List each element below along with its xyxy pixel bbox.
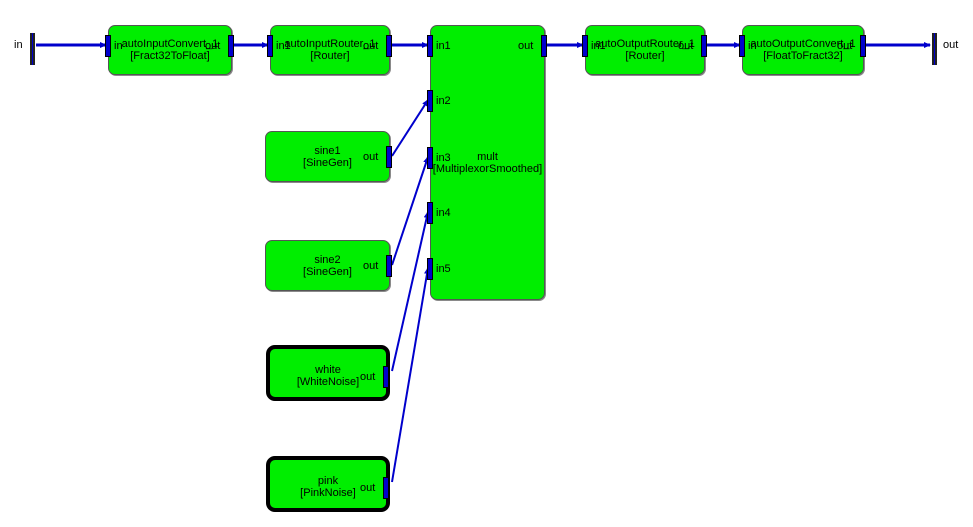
port-label-sine2-out: out [363,260,379,272]
block-label-sine2: sine2[SineGen] [266,254,389,278]
port-label-mult-in4: in4 [436,207,451,219]
port-label-white-out: out [360,371,376,383]
block-label-autoOutputRouter_1: autoOutputRouter_1[Router] [586,38,704,62]
port-label-pink-out: out [360,482,376,494]
block-title-mult: mult [477,151,498,163]
block-label-autoOutputConvert_1: autoOutputConvert_1[FloatToFract32] [743,38,863,62]
block-label-sine1: sine1[SineGen] [266,145,389,169]
graph-output-terminal-label: out [943,39,959,51]
block-type-white: [WhiteNoise] [296,376,360,388]
block-type-autoOutputConvert_1: [FloatToFract32] [763,50,843,62]
port-mult-in1[interactable] [427,35,433,57]
block-type-mult: [MultiplexorSmoothed] [432,163,543,175]
block-mult[interactable]: mult[MultiplexorSmoothed] in1 in2 in3 in4 in5… [427,25,547,300]
port-label-autoInputConvert_1-in: in [114,40,123,52]
port-label-autoOutputRouter_1-in1: in1 [591,40,606,52]
port-label-autoInputRouter_1-in1: in1 [276,40,291,52]
block-type-autoOutputRouter_1: [Router] [625,50,665,62]
graph-input-terminal-label: in [14,39,23,51]
block-title-sine1: sine1 [314,145,341,157]
port-mult-in4[interactable] [427,202,433,224]
block-title-autoOutputRouter_1: autoOutputRouter_1 [595,38,695,50]
block-label-mult: mult[MultiplexorSmoothed] [431,151,544,175]
port-autoOutputRouter_1-out[interactable] [701,35,707,57]
block-label-autoInputRouter_1: autoInputRouter_1[Router] [271,38,389,62]
port-label-autoInputRouter_1-out: out [363,40,379,52]
block-title-pink: pink [317,475,339,487]
graph-input-terminal[interactable] [30,33,35,65]
wire-sine2-to-mult-in3[interactable] [391,156,429,266]
port-label-autoOutputConvert_1-in: in [748,40,757,52]
port-mult-in5[interactable] [427,258,433,280]
block-type-sine2: [SineGen] [303,266,352,278]
block-title-autoOutputConvert_1: autoOutputConvert_1 [750,38,856,50]
port-autoInputRouter_1-out[interactable] [386,35,392,57]
block-label-pink: pink[PinkNoise] [270,475,386,499]
port-autoOutputConvert_1-in[interactable] [739,35,745,57]
wire-white-to-mult-in4[interactable] [391,211,430,372]
port-label-mult-in2: in2 [436,95,451,107]
block-sine2[interactable]: sine2[SineGen]out [265,240,392,291]
port-pink-out[interactable] [383,477,389,499]
port-label-mult-out: out [518,40,534,52]
port-label-autoInputConvert_1-out: out [205,40,221,52]
port-autoInputConvert_1-in[interactable] [105,35,111,57]
port-mult-out[interactable] [541,35,547,57]
port-label-mult-in3: in3 [436,152,451,164]
block-type-autoInputConvert_1: [Fract32ToFloat] [130,50,210,62]
block-type-autoInputRouter_1: [Router] [310,50,350,62]
block-label-autoInputConvert_1: autoInputConvert_1[Fract32ToFloat] [109,38,231,62]
port-autoOutputRouter_1-in1[interactable] [582,35,588,57]
port-label-autoOutputConvert_1-out: out [837,40,853,52]
port-label-mult-in1: in1 [436,40,451,52]
graph-output-terminal[interactable] [932,33,937,65]
port-white-out[interactable] [383,366,389,388]
block-title-autoInputRouter_1: autoInputRouter_1 [284,38,376,50]
block-type-sine1: [SineGen] [303,157,352,169]
block-type-pink: [PinkNoise] [300,487,356,499]
block-title-sine2: sine2 [314,254,341,266]
port-mult-in2[interactable] [427,90,433,112]
port-label-mult-in5: in5 [436,263,451,275]
port-label-autoOutputRouter_1-out: out [678,40,694,52]
port-label-sine1-out: out [363,151,379,163]
port-sine2-out[interactable] [386,255,392,277]
wire-sine1-to-mult-in2[interactable] [391,99,429,157]
port-autoInputRouter_1-in1[interactable] [267,35,273,57]
port-autoInputConvert_1-out[interactable] [228,35,234,57]
block-title-white: white [315,364,341,376]
block-white[interactable]: white[WhiteNoise]out [266,345,390,401]
block-pink[interactable]: pink[PinkNoise]out [266,456,390,512]
port-sine1-out[interactable] [386,146,392,168]
wire-pink-to-mult-in5[interactable] [391,267,430,483]
port-mult-in3[interactable] [427,147,433,169]
block-title-autoInputConvert_1: autoInputConvert_1 [121,38,219,50]
block-label-white: white[WhiteNoise] [270,364,386,388]
block-sine1[interactable]: sine1[SineGen]out [265,131,392,182]
port-autoOutputConvert_1-out[interactable] [860,35,866,57]
